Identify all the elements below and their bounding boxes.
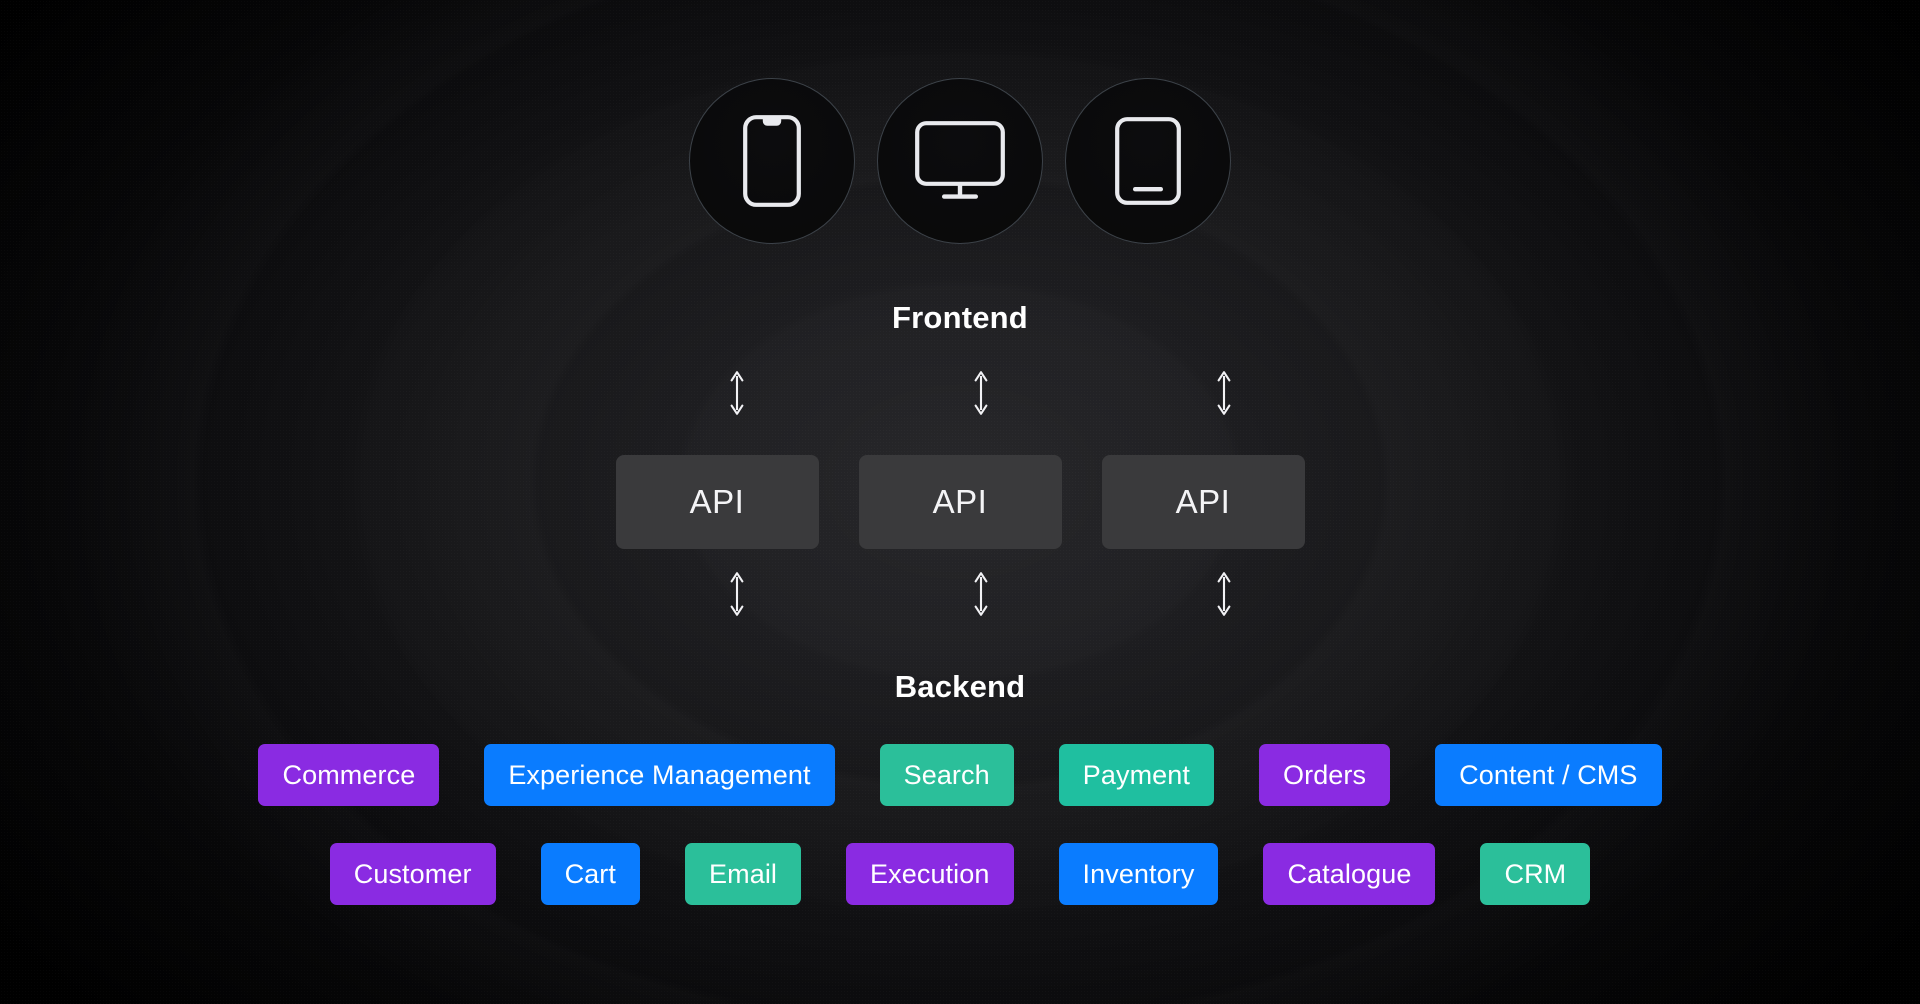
bidirectional-arrow-icon [724,370,750,416]
connector-arrow-row-bottom [0,571,1920,619]
backend-service-row-1: Commerce Experience Management Search Pa… [0,744,1920,806]
connector-arrow-row-top [0,370,1920,418]
service-chip[interactable]: Payment [1058,744,1214,806]
api-box[interactable]: API [858,455,1062,549]
desktop-monitor-icon [915,121,1005,201]
device-circle-tablet[interactable] [1065,78,1231,244]
frontend-section-title: Frontend [892,300,1028,335]
device-circle-mobile[interactable] [689,78,855,244]
frontend-device-row [0,78,1920,244]
bidirectional-arrow-icon [968,571,994,617]
service-chip[interactable]: Content / CMS [1435,744,1662,806]
service-chip[interactable]: Commerce [258,744,440,806]
service-chip[interactable]: Orders [1259,744,1391,806]
bidirectional-arrow-icon [724,571,750,617]
device-circle-desktop[interactable] [877,78,1043,244]
service-chip[interactable]: CRM [1480,843,1591,905]
mobile-phone-icon [743,115,801,207]
service-chip[interactable]: Experience Management [484,744,835,806]
service-chip[interactable]: Customer [329,843,496,905]
service-chip[interactable]: Execution [846,843,1014,905]
api-box[interactable]: API [1101,455,1305,549]
backend-section-title: Backend [894,669,1026,704]
tablet-icon [1115,117,1181,205]
service-chip[interactable]: Catalogue [1263,843,1436,905]
service-chip[interactable]: Cart [540,843,640,905]
api-layer-row: API API API [0,455,1920,549]
bidirectional-arrow-icon [1211,571,1237,617]
api-box[interactable]: API [615,455,819,549]
service-chip[interactable]: Email [685,843,802,905]
service-chip[interactable]: Search [879,744,1014,806]
backend-service-row-2: Customer Cart Email Execution Inventory … [0,843,1920,905]
service-chip[interactable]: Inventory [1058,843,1219,905]
bidirectional-arrow-icon [968,370,994,416]
bidirectional-arrow-icon [1211,370,1237,416]
